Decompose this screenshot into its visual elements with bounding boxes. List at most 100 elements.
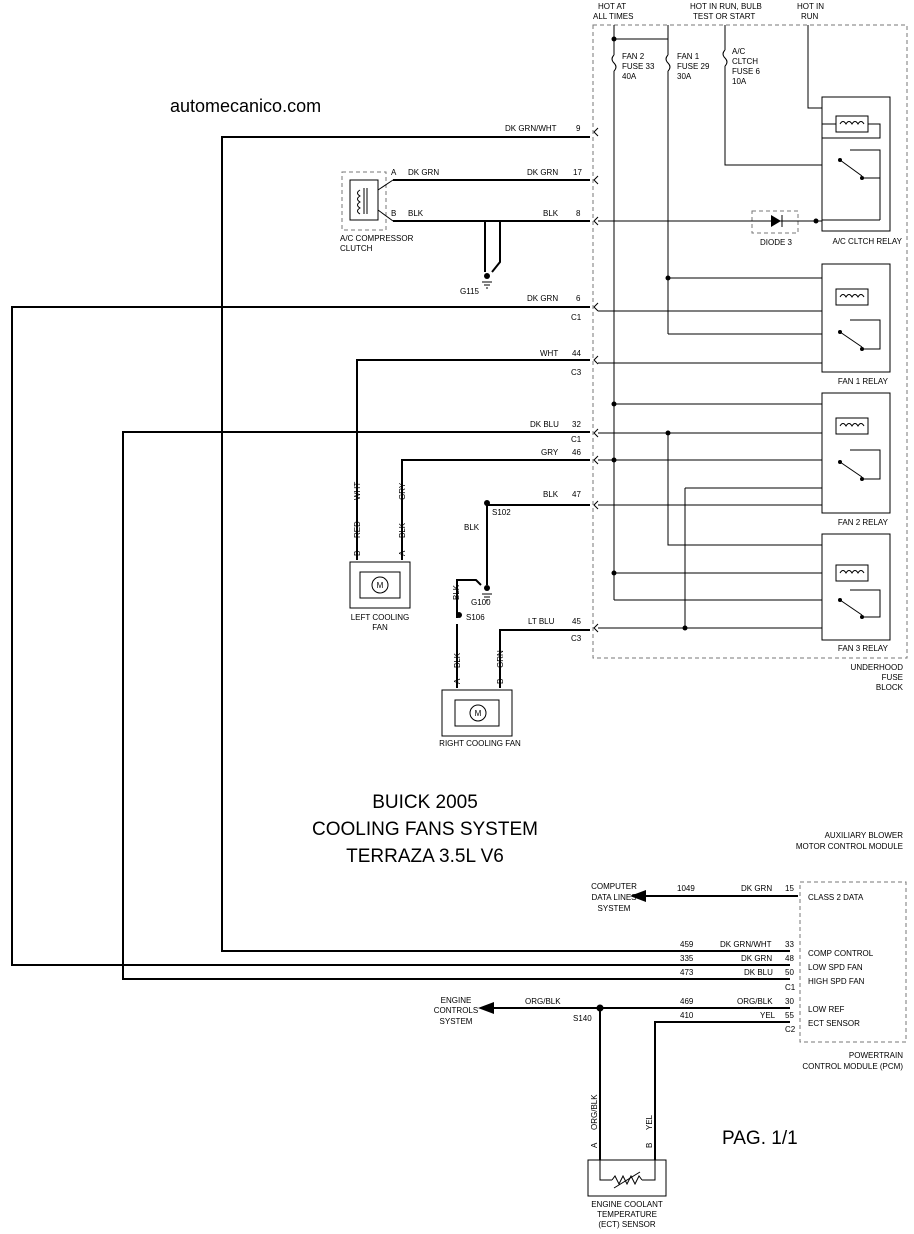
lf-wire-gry: GRY — [398, 482, 407, 500]
page-number: PAG. 1/1 — [722, 1128, 798, 1149]
left-fan-label-1: LEFT COOLING — [351, 613, 410, 622]
fuse-fan1-line2: FUSE 29 — [677, 62, 710, 71]
pin-32: 32 — [572, 420, 581, 429]
ac-clutch-relay — [821, 96, 891, 232]
hot-in-run-2: RUN — [801, 12, 819, 21]
pcm-module — [799, 881, 907, 1043]
fan2-relay-label: FAN 2 RELAY — [838, 518, 889, 527]
right-cooling-fan — [441, 689, 513, 737]
wire-wht-44 — [356, 359, 590, 560]
title-line-1: BUICK 2005 — [372, 792, 478, 813]
wire-label-ltblu-45: LT BLU — [528, 617, 555, 626]
title-line-3: TERRAZA 3.5L V6 — [346, 846, 504, 867]
pcm-p33: 33 — [785, 940, 794, 949]
wire-label-dkgrnwht: DK GRN/WHT — [505, 124, 557, 133]
pcm-p50: 50 — [785, 968, 794, 977]
clutch-pin-b: B — [391, 209, 396, 218]
circuit-410: 410 — [680, 1011, 694, 1020]
rf-pin-b: B — [496, 679, 505, 684]
fuse-block-label-3: BLOCK — [876, 683, 904, 692]
wire-orgblk-left: ORG/BLK — [525, 997, 561, 1006]
g100-wire-blk: BLK — [452, 584, 461, 600]
hot-at-all-times-2: ALL TIMES — [593, 12, 633, 21]
left-fan-motor-icon — [371, 576, 389, 594]
pin-8: 8 — [576, 209, 581, 218]
ect-label-3: (ECT) SENSOR — [598, 1220, 656, 1229]
wire-label-gry-46: GRY — [541, 448, 559, 457]
right-motor-m: M — [475, 709, 482, 718]
wire-label-blk-47: BLK — [543, 490, 559, 499]
fuse-fan2-line1: FAN 2 — [622, 52, 645, 61]
pcm-pin-low: LOW SPD FAN — [808, 963, 863, 972]
aux-module-label-2: MOTOR CONTROL MODULE — [796, 842, 903, 851]
wire-335-color: DK GRN — [741, 954, 772, 963]
splice-s140: S140 — [573, 1014, 592, 1023]
lf-pin-b: B — [353, 551, 362, 556]
fuse-fan2-line3: 40A — [622, 72, 637, 81]
wire-459-color: DK GRN/WHT — [720, 940, 772, 949]
thermistor-icon — [611, 1174, 643, 1186]
engine-label-3: SYSTEM — [440, 1017, 473, 1026]
left-cooling-fan — [349, 561, 411, 609]
ac-clutch-label-1: A/C COMPRESSOR — [340, 234, 414, 243]
wire-dk-grn-6 — [11, 306, 790, 966]
ect-wire-yel: YEL — [645, 1114, 654, 1130]
fuse-fan1-line3: 30A — [677, 72, 692, 81]
circuit-1049: 1049 — [677, 884, 695, 893]
pcm-label-2: CONTROL MODULE (PCM) — [802, 1062, 903, 1071]
wire-1049-color: DK GRN — [741, 884, 772, 893]
ect-pin-b: B — [645, 1143, 654, 1148]
diode-3 — [751, 210, 799, 234]
wire-blk-47 — [486, 504, 590, 585]
pin-9: 9 — [576, 124, 581, 133]
wire-label-dkgrn-6: DK GRN — [527, 294, 558, 303]
hot-at-all-times-1: HOT AT — [598, 2, 626, 11]
clutch-wire-a: DK GRN — [408, 168, 439, 177]
fuse-fan1-line1: FAN 1 — [677, 52, 700, 61]
fuse-ac-line2: CLTCH — [732, 57, 758, 66]
engine-label-1: ENGINE — [441, 996, 472, 1005]
rf-wire-blk: BLK — [453, 652, 462, 668]
circuit-459: 459 — [680, 940, 694, 949]
lf-wire-wht: WHT — [353, 482, 362, 500]
lf-pin-a: A — [398, 550, 407, 556]
pin-17: 17 — [573, 168, 582, 177]
pcm-p55: 55 — [785, 1011, 794, 1020]
site-watermark: automecanico.com — [170, 96, 321, 116]
ect-pin-a: A — [590, 1142, 599, 1148]
fuse-ac-line4: 10A — [732, 77, 747, 86]
right-fan-label: RIGHT COOLING FAN — [439, 739, 521, 748]
hot-in-run-bulb-1: HOT IN RUN, BULB — [690, 2, 762, 11]
wire-dk-blu-32 — [122, 431, 790, 980]
wire-473-color: DK BLU — [744, 968, 773, 977]
splice-s102: S102 — [492, 508, 511, 517]
pin-47: 47 — [572, 490, 581, 499]
conn-c3-b: C3 — [571, 634, 582, 643]
diode-label: DIODE 3 — [760, 238, 793, 247]
ac-relay-label: A/C CLTCH RELAY — [833, 237, 903, 246]
hot-in-run-1: HOT IN — [797, 2, 824, 11]
computer-label-2: DATA LINES — [591, 893, 636, 902]
fan-3-relay — [821, 533, 891, 641]
clutch-pin-a: A — [391, 168, 397, 177]
pcm-conn-c2: C2 — [785, 1025, 796, 1034]
wire-label-dkblu-32: DK BLU — [530, 420, 559, 429]
lf-wire-red: RED — [353, 521, 362, 538]
fan-1-relay — [821, 263, 891, 373]
pcm-pin-ect: ECT SENSOR — [808, 1019, 860, 1028]
computer-data-arrow-icon — [630, 890, 646, 902]
ect-label-2: TEMPERATURE — [597, 1210, 657, 1219]
left-fan-label-2: FAN — [372, 623, 388, 632]
rf-pin-a: A — [453, 678, 462, 684]
conn-c3-a: C3 — [571, 368, 582, 377]
pin-6: 6 — [576, 294, 581, 303]
wire-dk-grn-wht — [221, 136, 790, 952]
pcm-pin-class2: CLASS 2 DATA — [808, 893, 864, 902]
fuse-ac-line1: A/C — [732, 47, 746, 56]
conn-c1-a: C1 — [571, 313, 582, 322]
pcm-conn-c1: C1 — [785, 983, 796, 992]
title-line-2: COOLING FANS SYSTEM — [312, 819, 538, 840]
conn-c1-b: C1 — [571, 435, 582, 444]
circuit-469: 469 — [680, 997, 694, 1006]
